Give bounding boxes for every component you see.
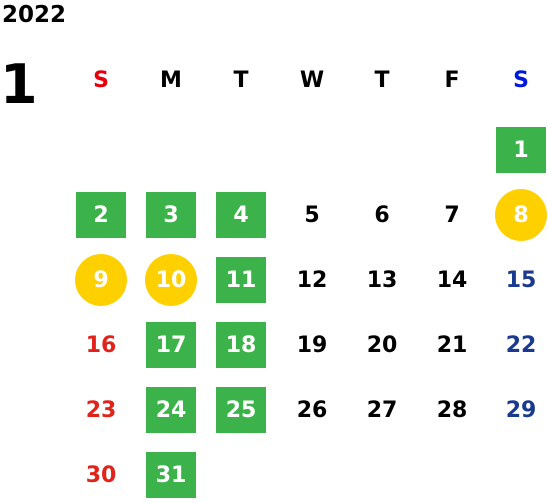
calendar-day[interactable]: 16	[85, 332, 117, 358]
calendar-day[interactable]: 26	[296, 397, 328, 423]
calendar-day[interactable]: 25	[216, 387, 266, 433]
calendar-day[interactable]: 17	[146, 322, 196, 368]
calendar-day[interactable]: 15	[505, 267, 537, 293]
calendar-day[interactable]: 24	[146, 387, 196, 433]
calendar-day[interactable]: 8	[495, 189, 547, 241]
calendar-day[interactable]: 11	[216, 257, 266, 303]
calendar-day[interactable]: 30	[85, 462, 117, 488]
weekday-header: W	[299, 68, 325, 93]
calendar-day[interactable]: 1	[496, 127, 546, 173]
calendar-day[interactable]: 27	[366, 397, 398, 423]
calendar-day[interactable]: 19	[296, 332, 328, 358]
month-label: 1	[0, 53, 38, 116]
weekday-header: T	[374, 68, 390, 93]
calendar-day[interactable]: 10	[145, 254, 197, 306]
weekday-header: T	[233, 68, 249, 93]
calendar-day[interactable]: 7	[444, 202, 460, 228]
calendar-day[interactable]: 9	[75, 254, 127, 306]
weekday-header: F	[444, 68, 460, 93]
weekday-header: S	[513, 68, 529, 93]
calendar-day[interactable]: 18	[216, 322, 266, 368]
calendar-day[interactable]: 31	[146, 452, 196, 498]
calendar-day[interactable]: 20	[366, 332, 398, 358]
weekday-header: M	[160, 68, 182, 93]
calendar-day[interactable]: 28	[436, 397, 468, 423]
calendar-day[interactable]: 13	[366, 267, 398, 293]
calendar-day[interactable]: 22	[505, 332, 537, 358]
calendar-day[interactable]: 3	[146, 192, 196, 238]
year-label: 2022	[2, 2, 67, 28]
calendar-day[interactable]: 21	[436, 332, 468, 358]
calendar-day[interactable]: 14	[436, 267, 468, 293]
calendar-day[interactable]: 12	[296, 267, 328, 293]
calendar-day[interactable]: 23	[85, 397, 117, 423]
calendar-day[interactable]: 4	[216, 192, 266, 238]
calendar-day[interactable]: 2	[76, 192, 126, 238]
calendar-day[interactable]: 6	[374, 202, 390, 228]
calendar-day[interactable]: 29	[505, 397, 537, 423]
calendar-day[interactable]: 5	[304, 202, 320, 228]
weekday-header: S	[93, 68, 109, 93]
